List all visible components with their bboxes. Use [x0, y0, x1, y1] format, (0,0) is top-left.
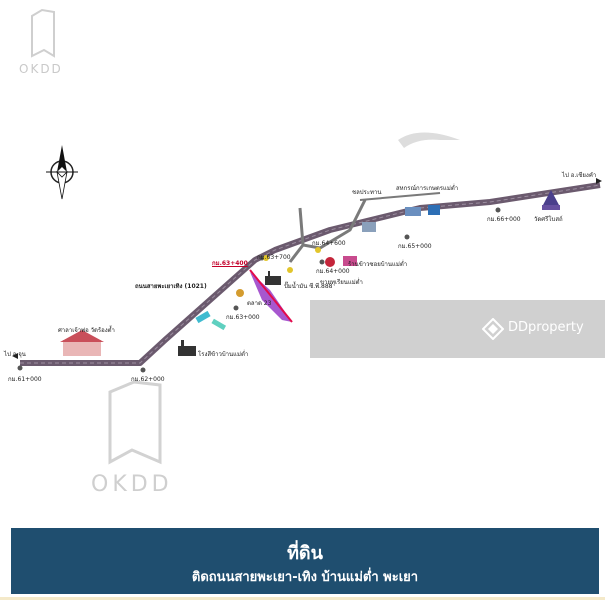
arrow-right-icon — [596, 178, 602, 184]
north-arrow-icon — [46, 145, 78, 200]
km-label: กม.63+700 — [257, 254, 291, 261]
okdd-logo-top — [31, 8, 55, 58]
water-tank-icon — [362, 222, 376, 232]
school-label: ศาลาเจ้าพ่อ วัดร้องต้ำ — [58, 327, 115, 334]
shop-label: ขายทุเรียนแม่ต่ำ — [320, 279, 363, 286]
resort-icon — [343, 256, 357, 266]
temple-label: วัดศรีโบสถ์ — [534, 216, 563, 223]
km-label: กม.62+000 — [131, 376, 165, 383]
km-marker-icons — [17, 207, 501, 373]
arrow-left-icon — [12, 353, 18, 359]
km-label: กม.64+600 — [312, 240, 346, 247]
ddproperty-text: DDproperty — [508, 320, 584, 335]
marker-yellow-icons — [263, 247, 321, 273]
ddproperty-logo-icon — [482, 318, 504, 340]
gas-station-icon — [265, 271, 281, 285]
market-icon — [236, 289, 244, 297]
km-label: กม.65+000 — [398, 243, 432, 250]
banner-title: ที่ดิน — [287, 543, 323, 564]
water-label: ชลประทาน — [352, 189, 382, 196]
swoosh-watermark — [398, 132, 460, 148]
road-name-label: ถนนสายพะเยาเทิง (1021) — [135, 283, 207, 290]
title-banner: ที่ดิน ติดถนนสายพะเยา-เทิง บ้านแม่ต่ำ พะ… — [11, 528, 599, 594]
direction-left-label: ไป อ.จุน — [4, 351, 26, 358]
gov-office-label: สหกรณ์การเกษตรแม่ต่ำ — [396, 185, 459, 192]
ddproperty-band — [310, 300, 605, 358]
map-area: OKDD OKDD DDproperty ไป อ.จุน ไป อ.เชียง… — [4, 8, 605, 497]
gov-office-icon — [405, 205, 440, 216]
highlight-km-label: กม.63+400 — [212, 260, 248, 267]
factory-label: โรงสีข้าวบ้านแม่ต่ำ — [198, 351, 249, 358]
station-label: ปั๊มน้ำมัน ซี.พี.888 — [284, 283, 333, 290]
direction-right-label: ไป อ.เชียงคำ — [562, 172, 597, 179]
km-label: กม.61+000 — [8, 376, 42, 383]
temple-icon — [542, 190, 560, 210]
km-label: กม.66+000 — [487, 216, 521, 223]
footer-strip — [0, 597, 605, 600]
market-label: ตลาด 23 — [247, 300, 272, 307]
watermark-middle: OKDD — [91, 472, 173, 497]
shop-icon — [325, 257, 335, 267]
school-building-icon — [60, 330, 104, 356]
km-label: กม.63+000 — [226, 314, 260, 321]
bridge-icon — [195, 310, 227, 331]
watermark-top: OKDD — [19, 62, 63, 76]
okdd-logo-middle — [108, 380, 162, 465]
factory-icon — [178, 340, 196, 356]
resort-label: ร้านข้าวซอยบ้านแม่ต่ำ — [348, 261, 408, 268]
banner-subtitle: ติดถนนสายพะเยา-เทิง บ้านแม่ต่ำ พะเยา — [191, 570, 419, 585]
km-label: กม.64+000 — [316, 268, 350, 275]
road-map — [12, 8, 602, 465]
